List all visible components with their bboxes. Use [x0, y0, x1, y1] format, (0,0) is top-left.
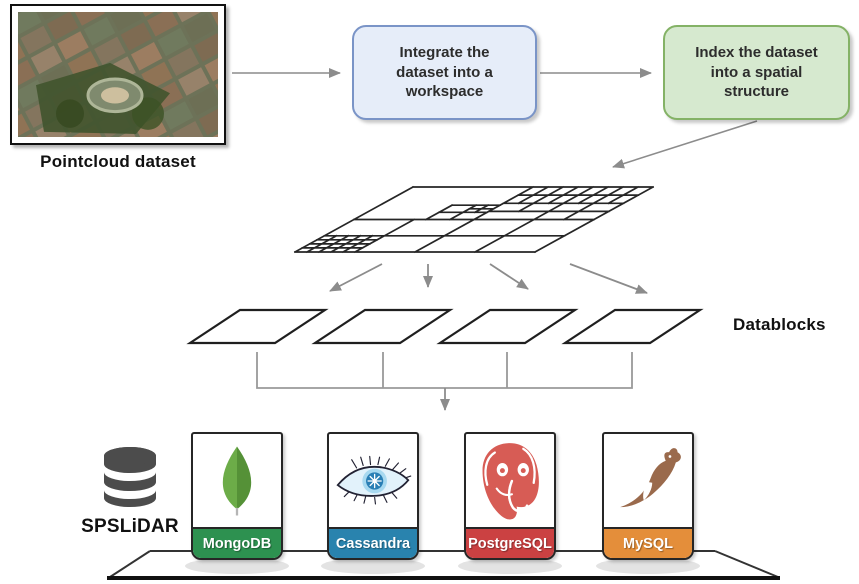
arrow-grid-to-datablock-1 [329, 263, 383, 292]
postgresql-banner: PostgreSQL [466, 527, 554, 558]
merge-bracket [256, 352, 633, 411]
datablock-shape [561, 308, 704, 345]
db-card-mongodb: MongoDB [191, 432, 283, 560]
mongodb-banner: MongoDB [193, 527, 281, 558]
datablock-shape [186, 308, 329, 345]
card-shadow [321, 558, 425, 574]
aerial-photo [18, 12, 218, 137]
mysql-dolphin-icon [604, 434, 692, 527]
arrow-index-to-grid [612, 120, 758, 169]
pointcloud-image-frame [10, 4, 226, 145]
pointcloud-dataset-label: Pointcloud dataset [40, 152, 196, 171]
step-integrate-workspace: Integrate the dataset into a workspace [352, 25, 537, 120]
postgresql-elephant-icon [466, 434, 554, 527]
spatial-structure-grid [293, 185, 655, 254]
db-card-postgresql: PostgreSQL [464, 432, 556, 560]
arrow-grid-to-datablock-4 [569, 263, 648, 294]
card-shadow [596, 558, 700, 574]
datablock-shape [311, 308, 454, 345]
database-cylinder-icon [104, 447, 156, 507]
mysql-banner: MySQL [604, 527, 692, 558]
db-card-mysql: MySQL [602, 432, 694, 560]
card-shadow [185, 558, 289, 574]
spslidar-label: SPSLiDAR [81, 516, 179, 537]
mongodb-leaf-icon [193, 434, 281, 527]
arrow-grid-to-datablock-3 [489, 263, 529, 290]
cassandra-eye-icon [329, 434, 417, 527]
card-shadow [458, 558, 562, 574]
cassandra-banner: Cassandra [329, 527, 417, 558]
datablock-shape [436, 308, 579, 345]
datablocks-label: Datablocks [733, 315, 826, 334]
db-card-cassandra: Cassandra [327, 432, 419, 560]
step-index-spatial-structure: Index the dataset into a spatial structu… [663, 25, 850, 120]
